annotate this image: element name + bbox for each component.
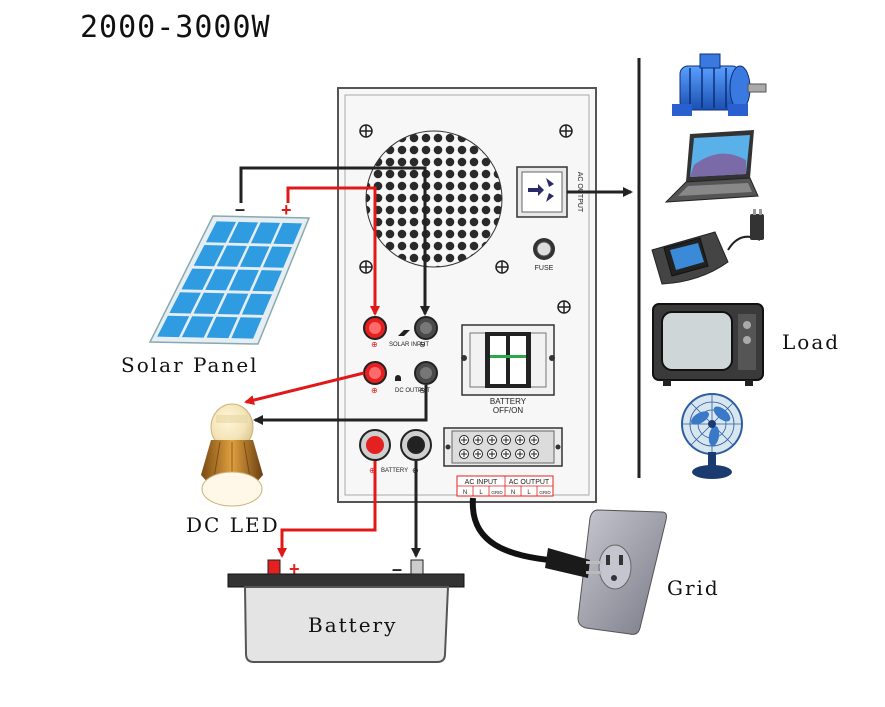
solar-positive-wire: [286, 186, 380, 316]
page-title: 2000-3000W: [80, 10, 271, 45]
solar-minus-mark: –: [235, 199, 245, 219]
solar-cell: [205, 221, 236, 243]
dc-led-label: DC LED: [186, 513, 280, 537]
svg-text:⊕: ⊕: [371, 340, 378, 349]
solar-cell: [241, 293, 272, 315]
terminal-l2: L: [527, 490, 531, 496]
terminal-n1: N: [463, 490, 467, 496]
solar-cells: [157, 221, 303, 339]
solar-input-label: SOLAR INPUT: [389, 342, 429, 348]
laptop-icon: [664, 130, 759, 203]
solar-cell: [228, 269, 259, 291]
inverter-unit: AC OUTPUT FUSE ⊕ SOLAR INPUT ⊖ ⊕ DC OUTP…: [337, 87, 597, 503]
solar-cell: [262, 246, 292, 268]
load-label: Load: [782, 330, 841, 354]
grid-cable: [469, 497, 581, 565]
dc-output-terminals: ⊕ DC OUTPUT ⊖: [363, 361, 438, 395]
dc-led-bulb: [201, 403, 263, 507]
solar-panel-label: Solar Panel: [121, 353, 259, 377]
fan-grille: [365, 130, 503, 268]
battery-unit: + –: [227, 559, 465, 663]
solar-panel: [148, 215, 311, 345]
solar-negative-wire: [239, 166, 430, 316]
solar-cell: [250, 222, 280, 244]
television-icon: [652, 303, 764, 386]
svg-text:⊖: ⊖: [419, 386, 426, 395]
battery-switch-label-1: BATTERY: [490, 397, 527, 406]
svg-text:⊕: ⊕: [369, 466, 376, 475]
battery-positive-wire: [277, 461, 377, 558]
solar-cell: [181, 268, 213, 290]
dc-positive-wire: [244, 371, 365, 405]
svg-text:⊕: ⊕: [371, 386, 378, 395]
solar-cell: [252, 270, 282, 292]
fuse-label: FUSE: [535, 265, 554, 272]
battery-switch: BATTERY OFF/ON: [461, 324, 555, 415]
dc-output-label: DC OUTPUT: [395, 388, 430, 394]
solar-cell: [181, 316, 214, 338]
grid-outlet: [545, 509, 667, 635]
electric-fan-icon: [681, 393, 743, 479]
battery-plus-mark: +: [289, 559, 300, 579]
solar-cell: [206, 316, 238, 339]
electric-motor-icon: [672, 53, 767, 116]
solar-cell: [228, 221, 258, 244]
battery-terminal-label: BATTERY: [381, 468, 408, 474]
terminal-grid2: GRID: [539, 490, 551, 495]
svg-text:⊖: ⊖: [419, 340, 426, 349]
terminal-grid1: GRID: [491, 490, 503, 495]
battery-switch-label-2: OFF/ON: [493, 406, 523, 415]
solar-plus-mark: +: [281, 200, 292, 220]
terminal-ac-output-label: AC OUTPUT: [509, 479, 550, 486]
solar-cell: [193, 292, 225, 314]
grid-label: Grid: [667, 576, 720, 600]
solar-cell: [217, 293, 249, 315]
fuse-knob: FUSE: [533, 238, 555, 272]
dc-negative-wire: [253, 385, 428, 425]
solar-cell: [231, 317, 262, 339]
solar-input-terminals: ⊕ SOLAR INPUT ⊖: [363, 316, 438, 349]
solar-cell: [205, 269, 236, 291]
ac-terminal-block: AC INPUT AC OUTPUT N L GRID N L GRID: [443, 427, 563, 497]
solar-cell: [193, 245, 225, 267]
solar-cell: [169, 292, 201, 314]
solar-cell: [273, 222, 303, 245]
solar-cell: [157, 315, 190, 338]
battery-minus-mark: –: [392, 559, 402, 579]
solar-cell: [216, 245, 247, 267]
phone-charger-icon: [651, 209, 764, 285]
terminal-l1: L: [479, 490, 483, 496]
screws: [359, 124, 573, 314]
terminal-ac-input-label: AC INPUT: [465, 479, 498, 486]
terminal-n2: N: [511, 490, 515, 496]
solar-cell: [239, 246, 270, 268]
battery-label: Battery: [308, 613, 398, 637]
